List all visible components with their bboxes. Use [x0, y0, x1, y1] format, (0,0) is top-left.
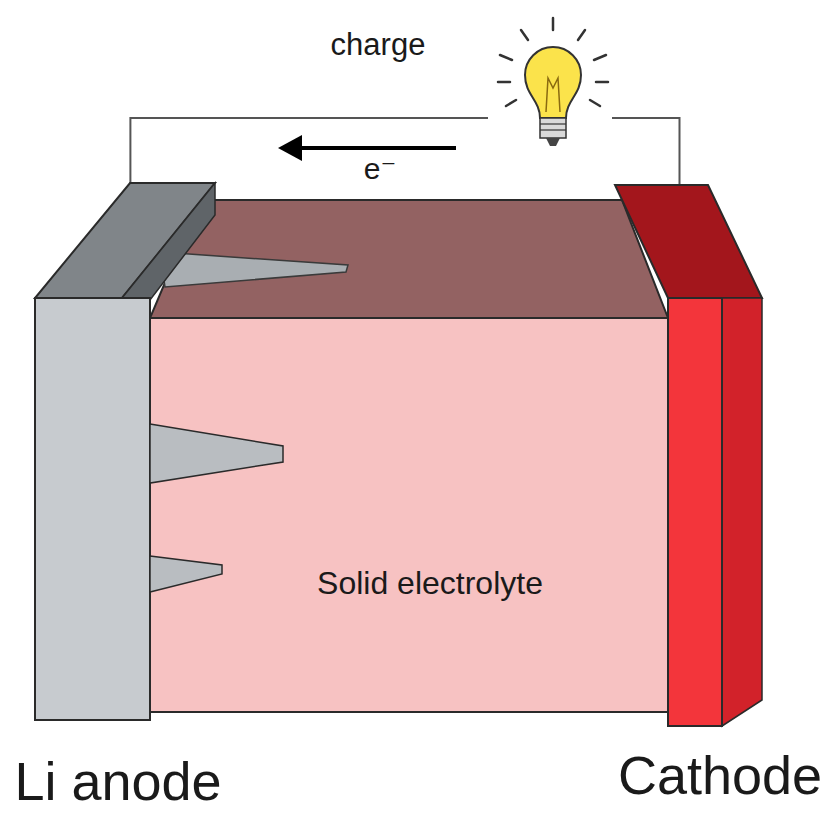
electrolyte-front	[150, 318, 668, 712]
cathode-front	[668, 298, 722, 726]
electron-label: e⁻	[364, 152, 397, 185]
cathode-side	[722, 298, 762, 726]
arrow-head	[278, 135, 302, 161]
cathode-label: Cathode	[618, 746, 822, 805]
cathode-top	[615, 185, 762, 298]
anode-front	[35, 298, 150, 720]
circuit-wire	[130, 118, 679, 185]
light-bulb	[498, 18, 608, 146]
electrolyte-label: Solid electrolyte	[317, 566, 543, 601]
anode-side	[122, 183, 215, 300]
electron-arrow	[292, 146, 456, 150]
process-label: charge	[331, 28, 426, 62]
dendrite	[150, 556, 222, 592]
anode-slab: Li anode	[35, 183, 215, 720]
dendrite	[160, 252, 348, 287]
cathode-slab: Cathode	[615, 185, 765, 726]
electrolyte-box: Solid electrolyte	[150, 318, 668, 712]
dendrite	[150, 424, 283, 483]
anode-label: Li anode	[14, 752, 221, 811]
electrolyte-top	[150, 200, 668, 318]
